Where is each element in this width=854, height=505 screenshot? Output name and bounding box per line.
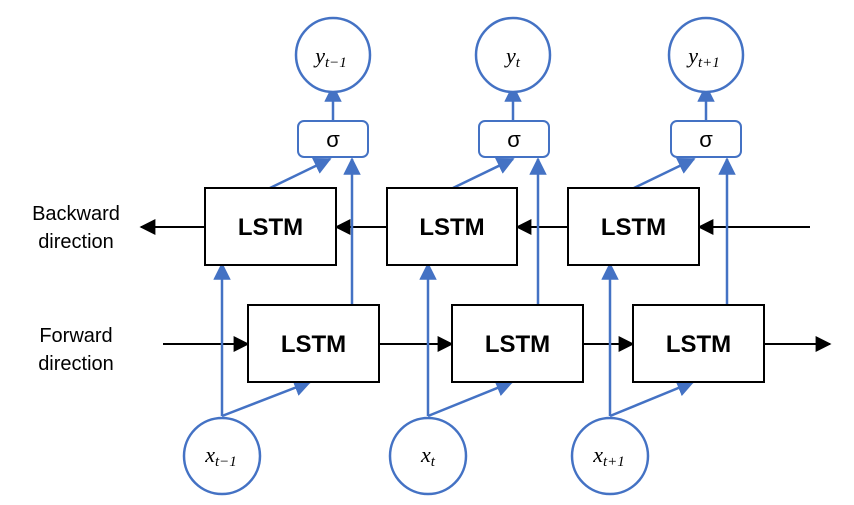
input-variable: x bbox=[204, 442, 215, 467]
input-subscript: t+1 bbox=[603, 454, 625, 470]
sigma-activation-box bbox=[478, 120, 550, 158]
output-node-label: yt+1 bbox=[686, 43, 720, 71]
output-node bbox=[667, 16, 745, 94]
forward-lstm-label: LSTM bbox=[281, 331, 346, 358]
backward-lstm-to-sigma-arrow bbox=[452, 157, 515, 190]
input-subscript: t bbox=[431, 454, 436, 470]
forward-direction-label-line1: Forward bbox=[39, 325, 112, 347]
output-subscript: t+1 bbox=[698, 55, 720, 71]
backward-lstm-label: LSTM bbox=[238, 214, 303, 241]
input-node-label: xt+1 bbox=[592, 442, 625, 470]
input-to-forward-lstm-arrow bbox=[221, 379, 312, 418]
input-to-forward-lstm-arrow bbox=[427, 379, 514, 418]
sigma-activation-box bbox=[670, 120, 742, 158]
input-node bbox=[388, 416, 468, 496]
output-node-label: yt bbox=[504, 43, 521, 71]
sigma-label: σ bbox=[326, 127, 340, 152]
backward-lstm-to-sigma-arrow bbox=[633, 157, 696, 190]
input-variable: x bbox=[420, 442, 431, 467]
output-subscript: t bbox=[516, 55, 521, 71]
sigma-label: σ bbox=[507, 127, 521, 152]
output-node bbox=[294, 16, 372, 94]
forward-direction-label-line2: direction bbox=[38, 353, 114, 375]
input-variable: x bbox=[592, 442, 603, 467]
sigma-activation-box bbox=[297, 120, 369, 158]
backward-lstm-cell bbox=[386, 187, 518, 266]
input-node-label: xt−1 bbox=[204, 442, 237, 470]
output-node-label: yt−1 bbox=[313, 43, 347, 71]
backward-lstm-cell bbox=[567, 187, 700, 266]
backward-direction-label-line2: direction bbox=[38, 231, 114, 253]
sigma-label: σ bbox=[699, 127, 713, 152]
forward-lstm-cell bbox=[451, 304, 584, 383]
output-variable: y bbox=[313, 43, 325, 68]
output-variable: y bbox=[504, 43, 516, 68]
forward-lstm-label: LSTM bbox=[666, 331, 731, 358]
input-node bbox=[570, 416, 650, 496]
backward-lstm-cell bbox=[204, 187, 337, 266]
input-node-label: xt bbox=[420, 442, 436, 470]
forward-lstm-cell bbox=[247, 304, 380, 383]
forward-lstm-cell bbox=[632, 304, 765, 383]
input-to-forward-lstm-arrow bbox=[609, 379, 695, 418]
input-subscript: t−1 bbox=[215, 454, 237, 470]
backward-direction-label-line1: Backward bbox=[32, 203, 120, 225]
output-node bbox=[474, 16, 552, 94]
output-subscript: t−1 bbox=[325, 55, 347, 71]
backward-lstm-label: LSTM bbox=[601, 214, 666, 241]
output-variable: y bbox=[686, 43, 698, 68]
backward-lstm-label: LSTM bbox=[419, 214, 484, 241]
input-node bbox=[182, 416, 262, 496]
backward-lstm-to-sigma-arrow bbox=[269, 157, 332, 190]
forward-lstm-label: LSTM bbox=[485, 331, 550, 358]
